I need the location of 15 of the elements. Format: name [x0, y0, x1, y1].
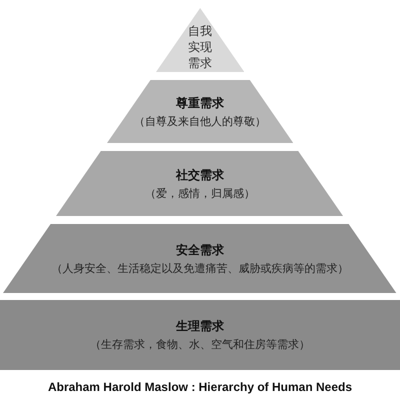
pyramid-apex: [156, 8, 244, 72]
pyramid-tier: [106, 80, 294, 143]
tier-heading: 生理需求: [176, 318, 224, 335]
pyramid-tier: [56, 151, 344, 216]
caption: Abraham Harold Maslow : Hierarchy of Human Needs: [46, 380, 354, 394]
tier-heading: 安全需求: [176, 242, 224, 258]
tier-description: （生存需求，食物、水、空气和住房等需求）: [90, 337, 310, 352]
tier-heading: 尊重需求: [176, 94, 224, 112]
tier-label: 自我实现需求: [186, 23, 213, 71]
pyramid-tier: [0, 300, 400, 370]
tier-description: （爱，感情，归属感）: [144, 186, 255, 200]
tier-heading: 社交需求: [176, 166, 224, 184]
tier-description: （人身安全、生活稳定以及免遭痛苦、威胁或疾病等的需求）: [51, 260, 348, 276]
tier-description: （自尊及来自他人的尊敬）: [134, 114, 266, 128]
pyramid-tier: [3, 224, 397, 293]
